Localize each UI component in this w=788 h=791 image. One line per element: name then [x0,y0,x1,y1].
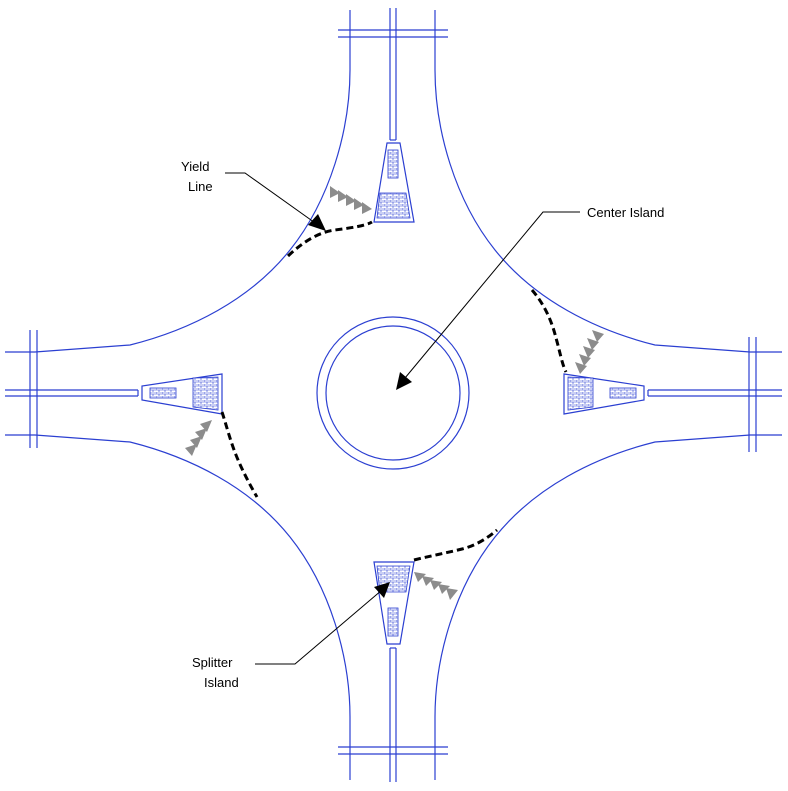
road-edges [5,10,782,780]
approach-south [338,647,448,782]
yield-lines [220,220,568,562]
approach-north [338,8,448,141]
splitter-leader [255,589,383,665]
yield-triangles-south [414,572,458,600]
yield-triangles-north [330,186,372,214]
yield-triangles [185,186,604,600]
road-edge-ne [434,10,782,353]
splitter-label-line1: Splitter [192,655,233,670]
yield-triangles-west [185,420,212,456]
yield-label-line2: Line [188,179,213,194]
leaders [225,172,580,665]
splitter-island-south [373,561,415,645]
center-island-leader-arrow [396,372,412,390]
yield-leader [225,172,319,226]
yield-line-south [413,528,498,562]
yield-triangles-east [575,330,604,374]
center-island-label: Center Island [587,205,664,220]
road-edge-sw [5,434,351,780]
yield-line-north [286,220,373,258]
center-island [316,316,470,470]
splitter-island-west [141,373,223,415]
yield-line-west [220,411,259,498]
road-edge-nw [5,10,351,353]
yield-leader-arrow [308,214,326,231]
yield-line-east [530,289,568,373]
yield-label-line1: Yield [181,159,209,174]
splitter-island-north [373,142,415,223]
center-island-leader [404,211,580,379]
splitter-label-line2: Island [204,675,239,690]
approach-east [647,337,782,452]
road-edge-se [434,434,782,780]
splitter-leader-arrow [374,582,390,598]
splitter-island-east [563,373,645,415]
approach-west [5,330,139,448]
